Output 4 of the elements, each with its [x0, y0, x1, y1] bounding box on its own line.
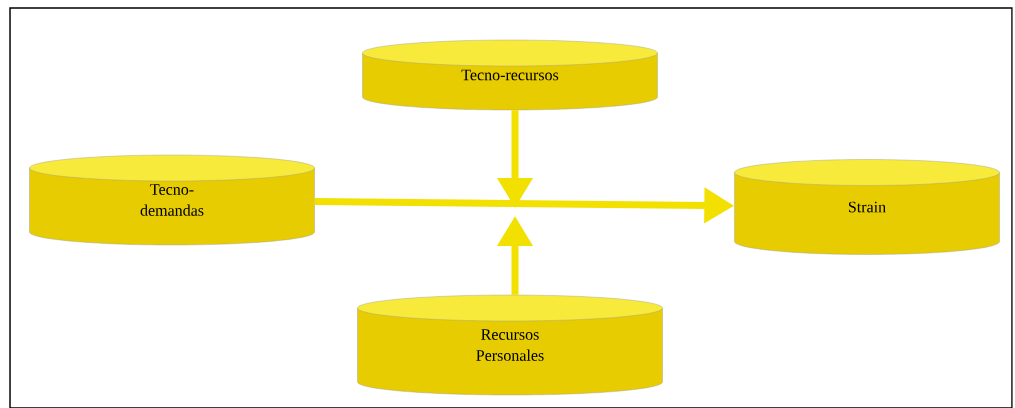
cylinder: Tecno-recursos: [362, 39, 658, 111]
cylinder: Strain: [734, 159, 1000, 255]
cylinder: Tecno-demandas: [29, 154, 315, 246]
cylinder: Recursos Personales: [357, 294, 663, 396]
